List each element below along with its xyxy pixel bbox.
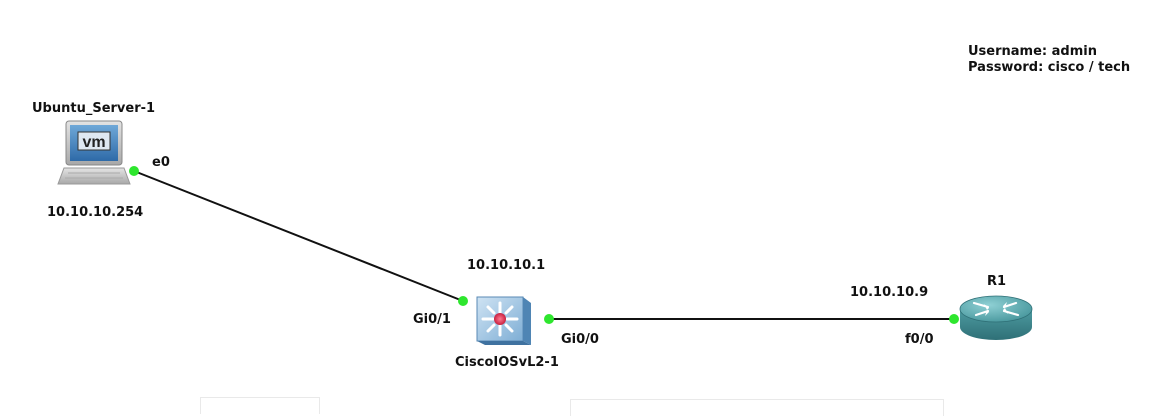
multilayer-switch-icon	[476, 296, 531, 345]
router-icon	[959, 295, 1033, 340]
server-node[interactable]: vm	[56, 118, 136, 194]
credentials-note[interactable]: Username: admin Password: cisco / tech	[968, 44, 1130, 76]
port-indicator-e0	[129, 166, 139, 176]
port-indicator-f0-0	[949, 314, 959, 324]
vm-computer-icon: vm	[57, 120, 131, 185]
background-panel-fragment	[200, 397, 320, 414]
router-name-label[interactable]: R1	[987, 274, 1007, 289]
router-node[interactable]	[958, 291, 1036, 351]
port-indicator-gi0-1	[458, 296, 468, 306]
server-ip-label[interactable]: 10.10.10.254	[47, 205, 144, 220]
vm-icon-text: vm	[82, 134, 105, 151]
password-text: Password: cisco / tech	[968, 60, 1131, 75]
port-label-f0-0: f0/0	[905, 332, 934, 347]
port-label-gi0-1: Gi0/1	[413, 312, 451, 327]
port-label-gi0-0: Gi0/0	[561, 332, 599, 347]
switch-name-label[interactable]: CiscoIOSvL2-1	[455, 355, 559, 370]
background-panel-fragment	[570, 399, 944, 416]
username-text: Username: admin	[968, 44, 1097, 59]
link-server-switch[interactable]	[133, 170, 464, 302]
port-label-e0: e0	[152, 155, 170, 170]
switch-ip-label[interactable]: 10.10.10.1	[467, 258, 546, 273]
switch-node[interactable]	[474, 294, 532, 350]
server-name-label[interactable]: Ubuntu_Server-1	[32, 101, 156, 116]
router-ip-label[interactable]: 10.10.10.9	[850, 285, 929, 300]
port-indicator-gi0-0	[544, 314, 554, 324]
